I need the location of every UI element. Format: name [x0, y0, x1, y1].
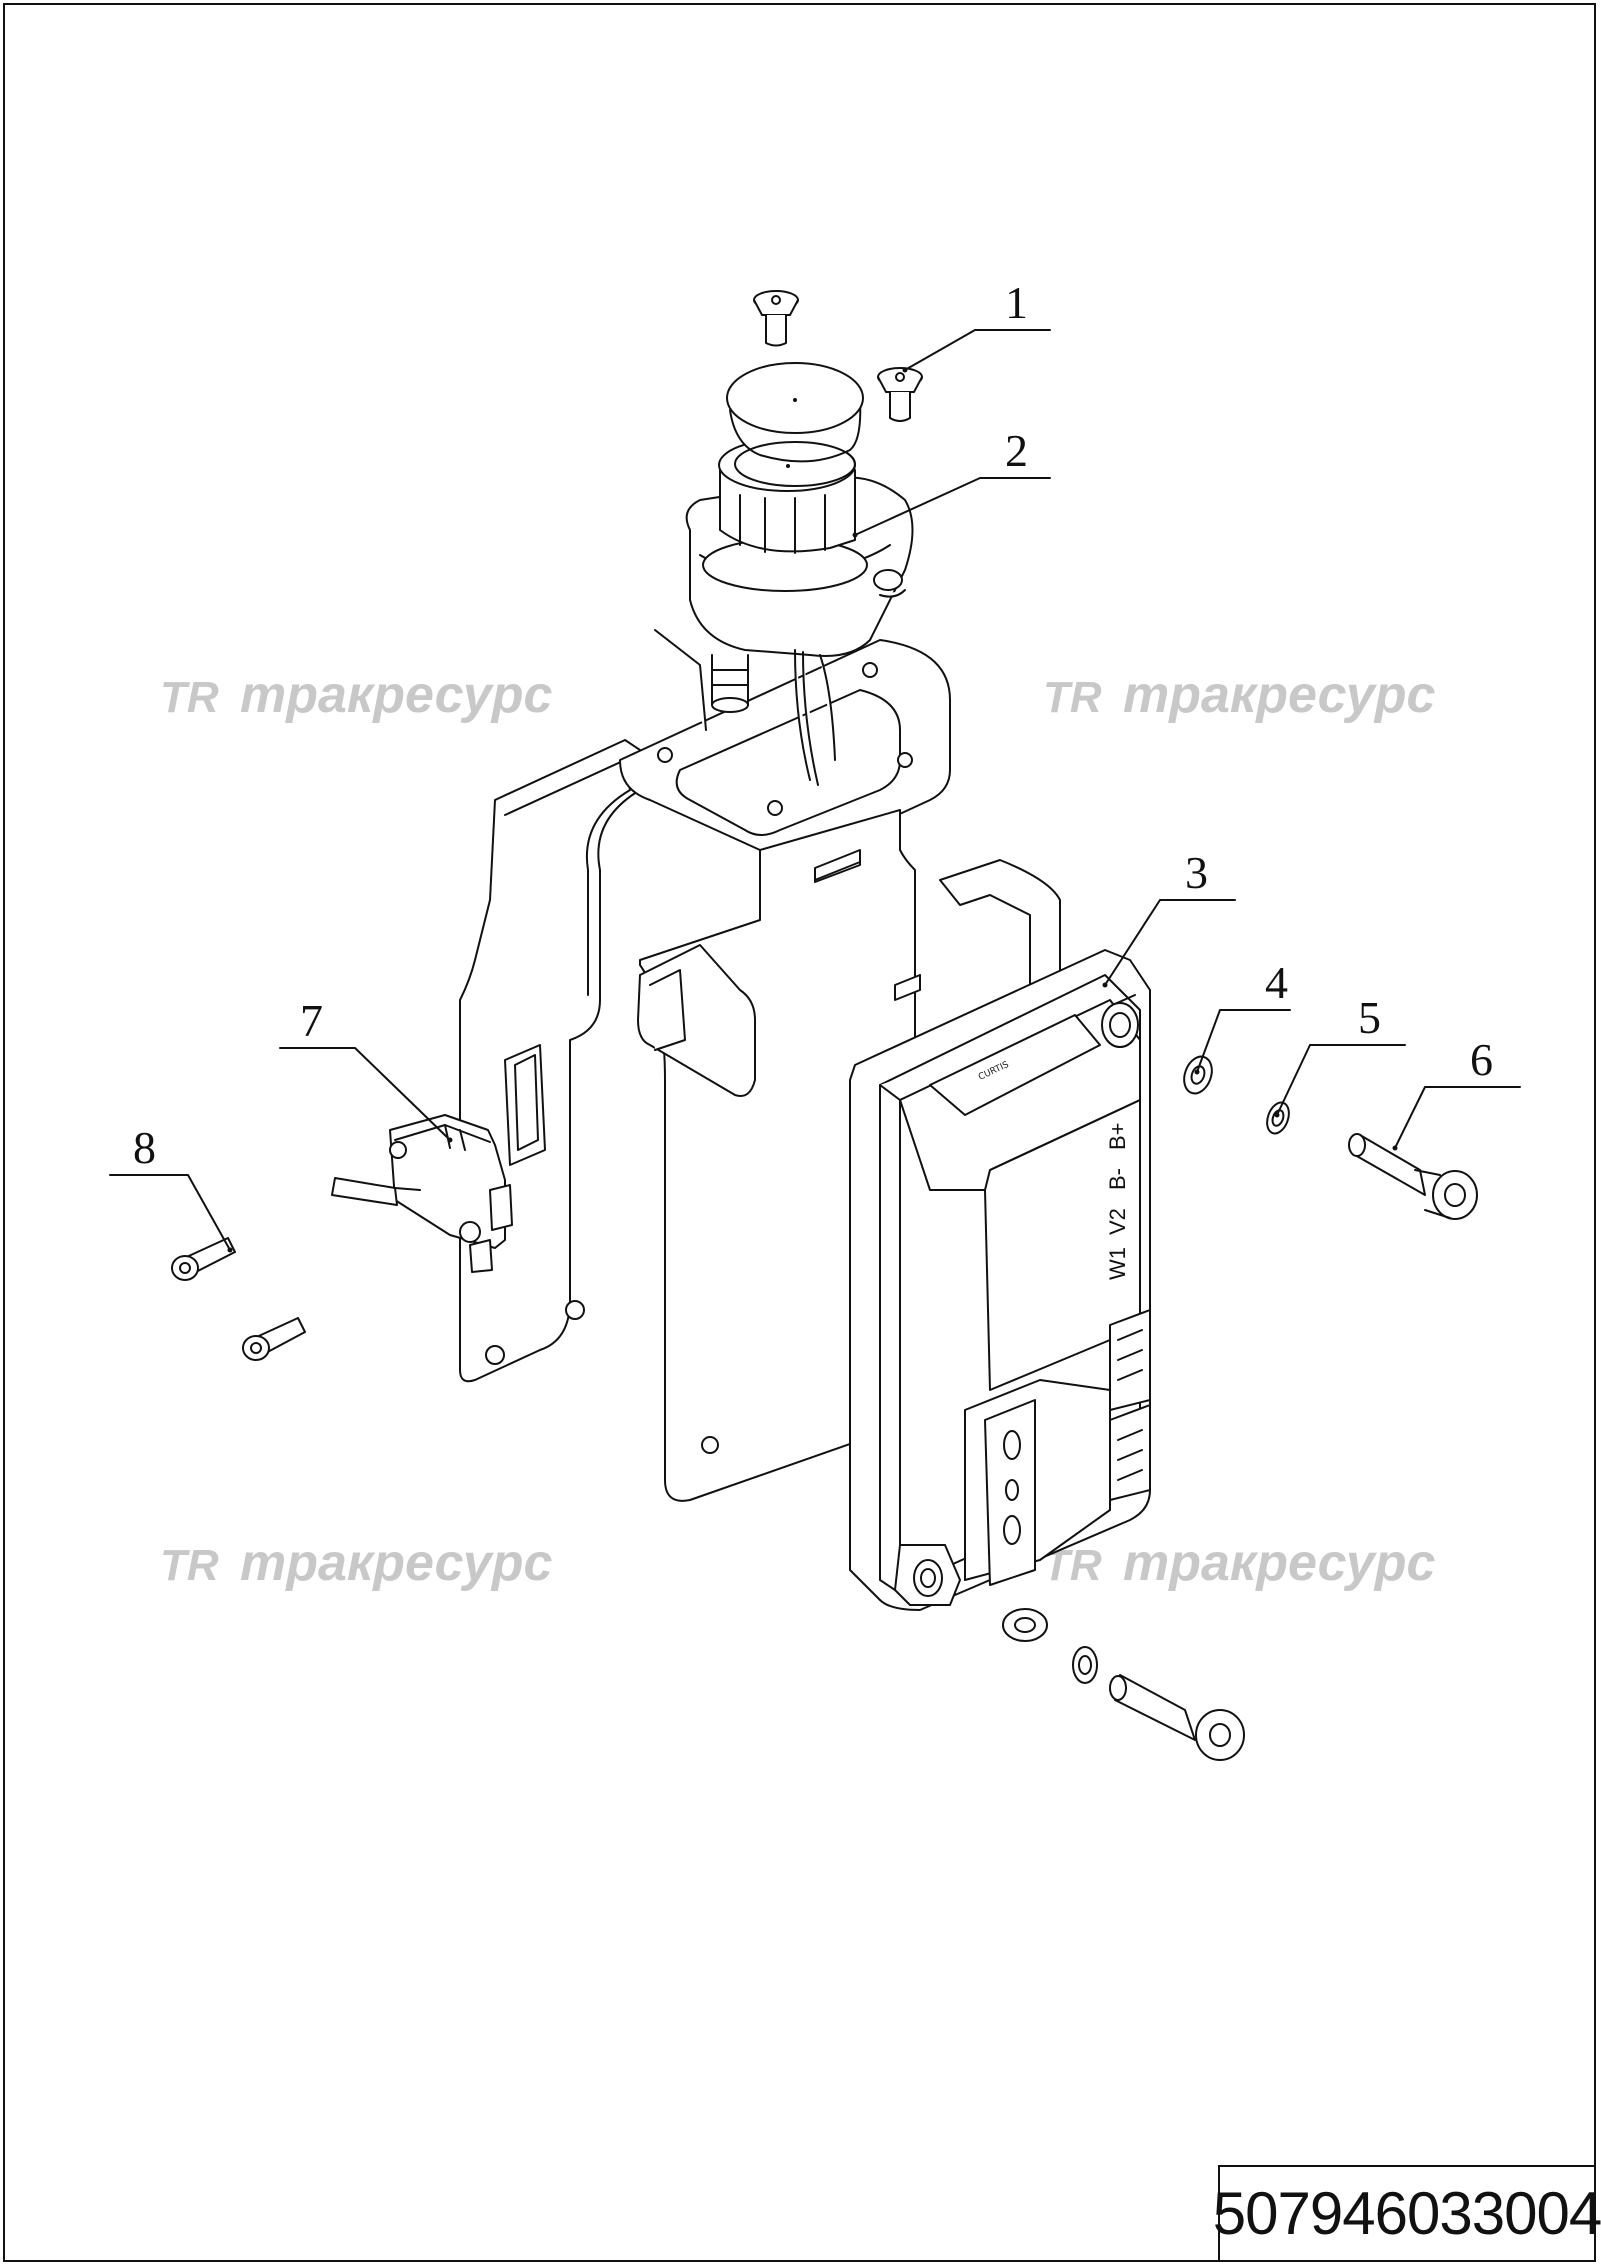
drawing-frame	[3, 3, 1596, 2262]
watermark-top-left: TR тракресурс	[160, 666, 553, 724]
svg-text:тракресурс: тракресурс	[240, 666, 553, 724]
watermark-top-right: TR тракресурс	[1043, 666, 1436, 724]
callout-6: 6	[1470, 1034, 1493, 1085]
callout-leaders	[109, 329, 1521, 1253]
watermark-bottom-left: TR тракресурс	[160, 1534, 553, 1592]
micro-switch	[331, 1114, 513, 1273]
callout-4: 4	[1265, 957, 1288, 1008]
motor-controller: CURTIS W1 V2 B- B+	[849, 949, 1151, 1611]
callout-numbers: 1 2 3 4 5 6 7 8	[133, 277, 1493, 1173]
top-screws	[753, 290, 923, 422]
washers-and-bolts	[1002, 1055, 1478, 1761]
svg-text:TR: TR	[1043, 673, 1102, 722]
svg-text:TR: TR	[160, 1541, 219, 1590]
svg-text:TR: TR	[160, 673, 219, 722]
svg-text:тракресурс: тракресурс	[240, 1534, 553, 1592]
callout-2: 2	[1005, 425, 1028, 476]
callout-1: 1	[1005, 277, 1028, 328]
callout-7: 7	[300, 995, 323, 1046]
callout-5: 5	[1358, 992, 1381, 1043]
small-screws	[171, 1237, 306, 1361]
callout-8: 8	[133, 1122, 156, 1173]
svg-text:тракресурс: тракресурс	[1123, 1534, 1436, 1592]
svg-text:B-: B-	[1105, 1168, 1130, 1190]
callout-3: 3	[1185, 847, 1208, 898]
svg-text:V2: V2	[1105, 1208, 1130, 1235]
svg-text:B+: B+	[1105, 1122, 1130, 1150]
watermark-bottom-right: TR тракресурс	[1043, 1534, 1436, 1592]
svg-text:W1: W1	[1105, 1247, 1130, 1280]
svg-text:тракресурс: тракресурс	[1123, 666, 1436, 724]
part-number-box: 507946033004	[1213, 2165, 1601, 2262]
potentiometer-knob	[654, 362, 914, 786]
